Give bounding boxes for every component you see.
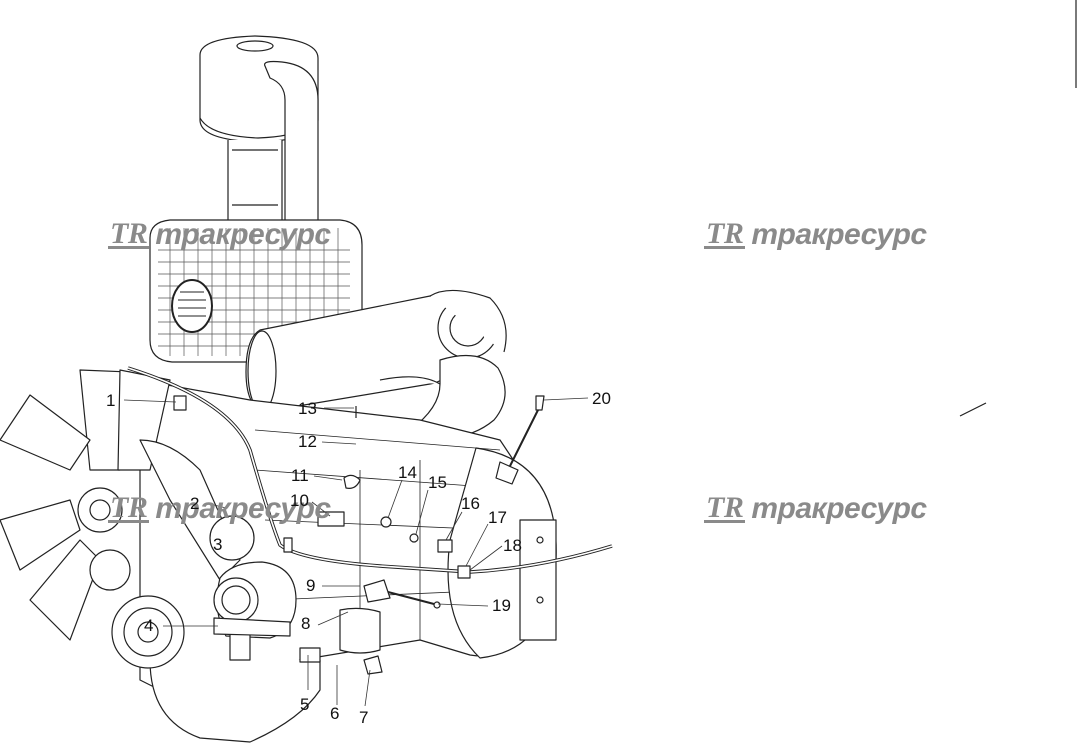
leader-14: [387, 479, 403, 519]
leader-8: [317, 611, 349, 626]
callout-9: 9: [306, 576, 316, 595]
sensor-20: [495, 395, 545, 485]
turbocharger: [379, 289, 507, 438]
callout-10: 10: [290, 491, 309, 510]
leader-10: [311, 501, 331, 517]
leader-16: [445, 511, 463, 541]
alternator: [213, 561, 297, 661]
callout-17: 17: [488, 508, 507, 527]
leader-1: [123, 399, 177, 403]
watermark: TR тракресурс: [108, 218, 331, 252]
callout-4: 4: [144, 616, 154, 635]
sensor-19: [363, 579, 441, 609]
watermark-logo: TR: [108, 490, 150, 524]
callout-8: 8: [301, 614, 311, 633]
watermark: TR тракресурс: [704, 218, 927, 252]
leader-19: [437, 603, 489, 607]
leader-11: [313, 475, 343, 481]
callout-15: 15: [428, 473, 447, 492]
callout-13: 13: [298, 399, 317, 418]
callout-5: 5: [300, 695, 310, 714]
callout-7: 7: [359, 708, 369, 727]
callout-19: 19: [492, 596, 511, 615]
leader-20: [543, 397, 589, 401]
watermark-text: тракресурс: [155, 492, 331, 525]
watermark: TR тракресурс: [704, 492, 927, 526]
watermark: TR тракресурс: [108, 492, 331, 526]
leader-17: [465, 523, 489, 567]
leader-7: [364, 669, 371, 707]
callout-3: 3: [213, 535, 223, 554]
callout-16: 16: [461, 494, 480, 513]
watermark-logo: TR: [704, 490, 746, 524]
leader-2: [205, 502, 227, 509]
watermark-text: тракресурс: [751, 492, 927, 525]
callout-14: 14: [398, 463, 417, 482]
wiring-harness-inner: [127, 367, 613, 573]
small-fittings: [173, 395, 471, 675]
callout-12: 12: [298, 432, 317, 451]
watermark-logo: TR: [704, 216, 746, 250]
stray-line: [959, 402, 987, 417]
callout-20: 20: [592, 389, 611, 408]
leader-15: [415, 489, 429, 535]
watermark-text: тракресурс: [155, 218, 331, 251]
leader-12: [321, 441, 357, 445]
leader-18: [469, 545, 503, 571]
watermark-logo: TR: [108, 216, 150, 250]
engine-block: [139, 379, 557, 743]
callout-2: 2: [190, 494, 200, 513]
watermark-text: тракресурс: [751, 218, 927, 251]
callout-6: 6: [330, 704, 340, 723]
callout-18: 18: [503, 536, 522, 555]
front-pulleys: [89, 439, 255, 669]
callout-1: 1: [106, 391, 116, 410]
callout-11: 11: [291, 466, 309, 485]
leader-lines: [123, 397, 589, 707]
cooling-fan: [0, 369, 171, 641]
